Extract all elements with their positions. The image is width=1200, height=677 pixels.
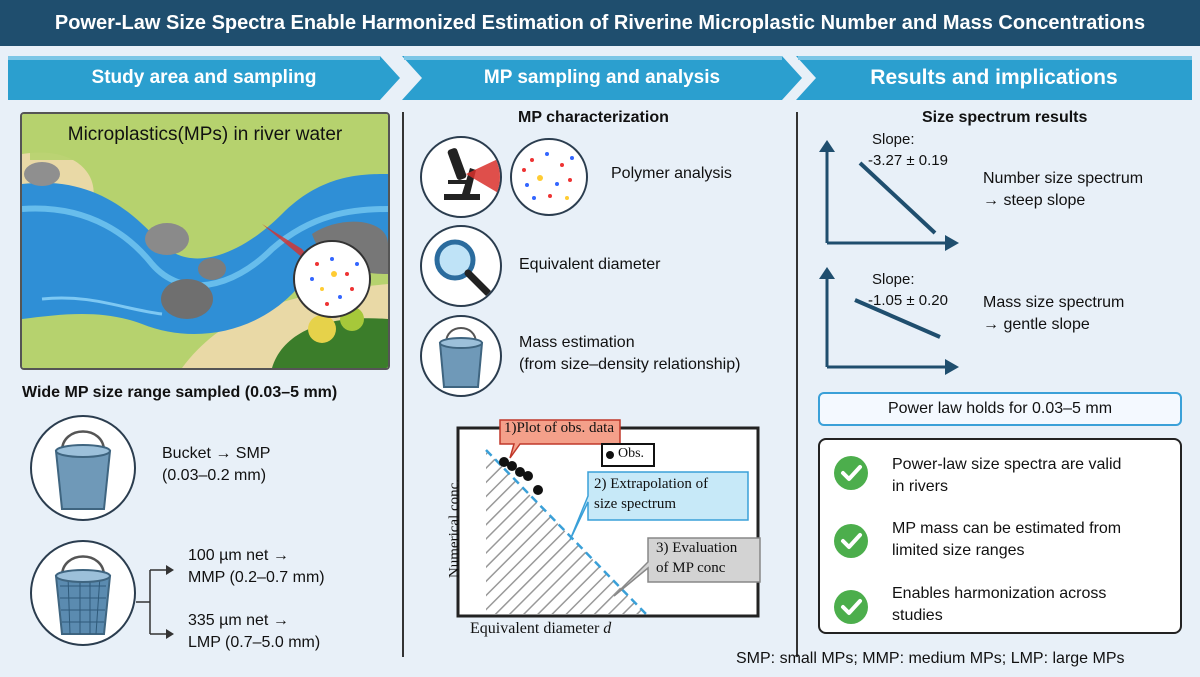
particles-icon [522,152,574,200]
section-title-study: Study area and sampling [91,67,317,88]
bucket-label-line1: Bucket → SMP [162,445,271,462]
mass-estimation-label: Mass estimation [519,334,635,351]
river-illustration: Microplastics(MPs) in river water [20,112,390,370]
evaluation-label-line2: of MP conc [656,560,726,576]
extrapolation-label-line2: size spectrum [594,496,677,512]
mass-spectrum-axes [819,267,959,375]
legend-obs-label: Obs. [618,446,645,461]
section-banner-study: Study area and sampling [8,56,400,100]
magnifier-circle [420,225,502,307]
equivalent-diameter-label: Equivalent diameter [519,256,661,273]
size-spectrum-schematic: 1)Plot of obs. data Obs. 2) Extrapolatio… [430,410,770,642]
mass-slope-value: -1.05 ± 0.20 [868,292,948,309]
plot-obs-label: 1)Plot of obs. data [504,420,614,436]
mass-bucket-circle [420,315,502,397]
schematic-ylabel: Numerical conc. [446,478,463,579]
column-divider [402,112,404,657]
schematic-plot [456,419,761,618]
power-law-box: Power law holds for 0.03–5 mm [818,392,1182,426]
bucket-icon [54,430,112,510]
microscope-circle [420,136,502,218]
river-label: Microplastics(MPs) in river water [67,124,343,145]
footnote: SMP: small MPs; MMP: medium MPs; LMP: la… [736,650,1125,667]
implication-1-line2: in rivers [892,478,949,495]
schematic-xlabel-var: d [603,620,612,637]
net100-label-line2: MMP (0.2–0.7 mm) [188,569,325,586]
implication-2-line2: limited size ranges [892,542,1025,559]
microscope-icon [444,148,500,200]
particles-circle [510,138,588,216]
mass-spectrum-desc1: Mass size spectrum [983,294,1125,311]
section-title-analysis: MP sampling and analysis [483,67,721,88]
number-slope-label: Slope: [872,131,915,148]
number-spectrum-axes [819,140,959,251]
mass-spectrum-desc2: → gentle slope [983,316,1090,333]
chevron-shape [796,56,1192,100]
net335-label-line2: LMP (0.7–5.0 mm) [188,634,321,651]
evaluation-label-line1: 3) Evaluation [656,540,738,556]
chevron-shape [8,56,400,100]
number-spectrum-desc1: Number size spectrum [983,170,1144,187]
section-banner-analysis: MP sampling and analysis [402,56,802,100]
net-bucket-icon [54,555,112,635]
extrapolation-label-line1: 2) Extrapolation of [594,476,709,492]
net335-label-line1: 335 µm net → [188,612,289,629]
branch-arrows [136,565,174,639]
chevron-shape [402,56,802,100]
check-icon [834,590,868,624]
bucket-circle [30,415,136,521]
implication-3-line1: Enables harmonization across [892,585,1107,602]
check-icon [834,524,868,558]
section-banner-results: Results and implications [796,56,1192,100]
magnifier-icon [434,239,492,297]
implications-panel: Power-law size spectra are valid in rive… [818,438,1182,634]
implication-2-line1: MP mass can be estimated from [892,520,1122,537]
bucket-label-line2: (0.03–0.2 mm) [162,467,267,484]
section-title-results: Results and implications [870,66,1118,89]
net100-label-line1: 100 µm net → [188,547,289,564]
bucket-icon [438,327,484,388]
number-slope-value: -3.27 ± 0.19 [868,152,948,169]
page-title: Power-Law Size Spectra Enable Harmonized… [0,0,1200,46]
characterization-title: MP characterization [518,109,669,126]
check-icon [834,456,868,490]
net-circle [30,540,136,646]
schematic-xlabel-text: Equivalent diameter [470,620,600,637]
schematic-xlabel: Equivalent diameter d [470,620,611,638]
size-range-title: Wide MP size range sampled (0.03–5 mm) [22,384,338,401]
implication-3-line2: studies [892,607,943,624]
river-scene [22,114,388,368]
number-spectrum-desc2: → steep slope [983,192,1086,209]
implication-1-line1: Power-law size spectra are valid [892,456,1122,473]
column-divider [796,112,798,657]
results-title: Size spectrum results [922,109,1088,126]
mass-slope-label: Slope: [872,271,915,288]
polymer-analysis-label: Polymer analysis [611,165,732,182]
mass-estimation-sublabel: (from size–density relationship) [519,356,741,373]
